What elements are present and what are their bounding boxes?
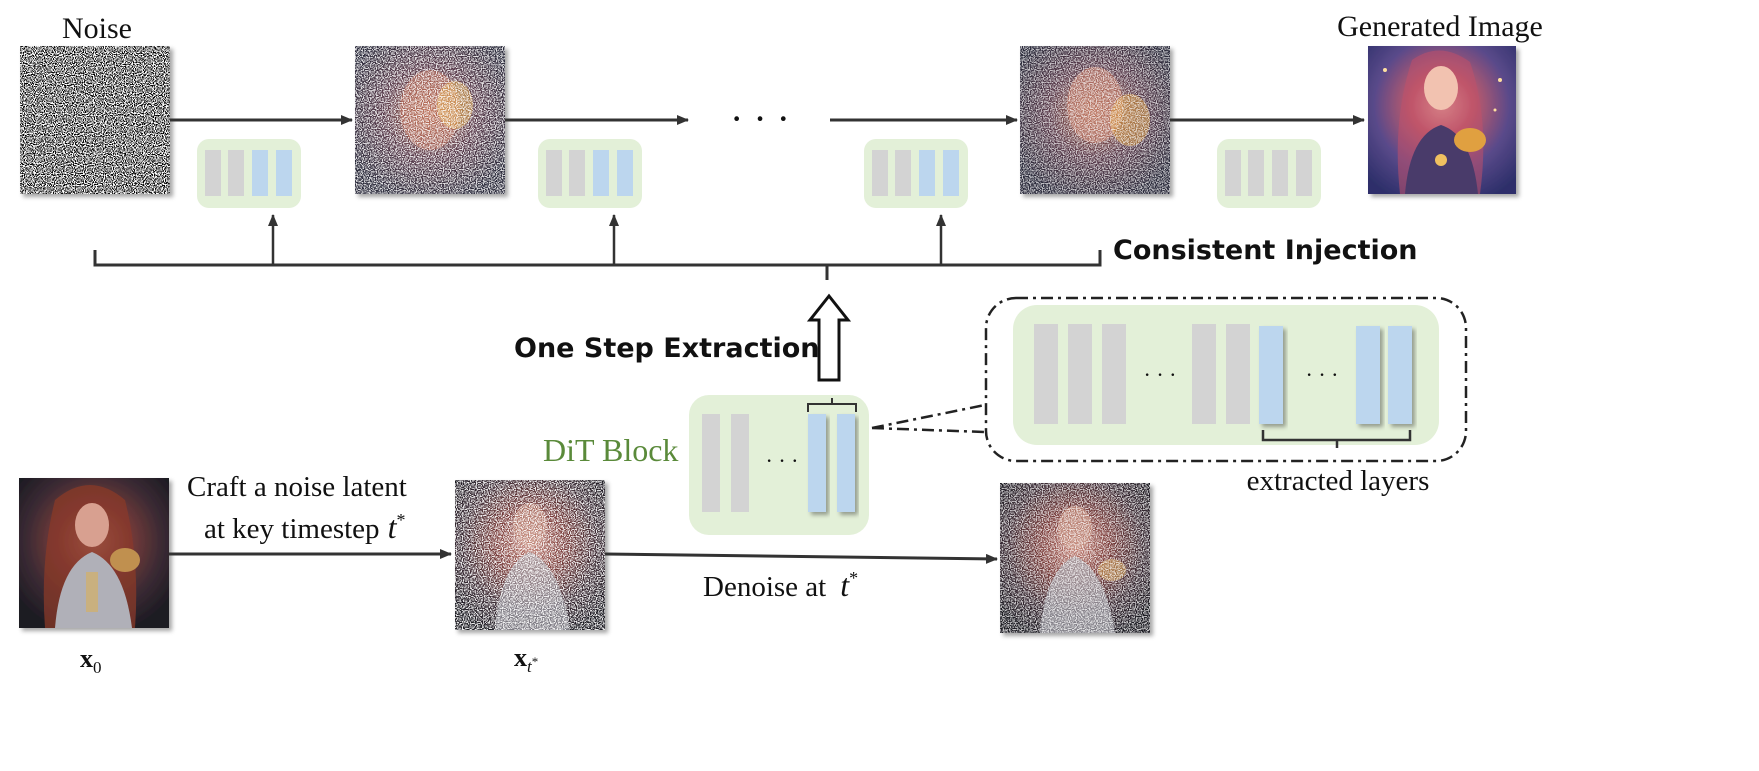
noisy-latent-image bbox=[455, 480, 605, 630]
partially-denoised-image bbox=[355, 46, 505, 194]
denoised-latent-image bbox=[1000, 483, 1150, 633]
expanded-dots-1: · · · bbox=[1144, 362, 1177, 387]
dit-block-label: DiT Block bbox=[543, 432, 678, 468]
extraction-up-arrow bbox=[806, 293, 852, 382]
injection-brace bbox=[93, 250, 1102, 280]
x0-label: x0 bbox=[80, 644, 102, 677]
expanded-dots-2: · · · bbox=[1306, 362, 1339, 387]
injection-panel-1 bbox=[197, 139, 301, 208]
noise-label: Noise bbox=[62, 12, 132, 45]
noise-image bbox=[20, 46, 170, 194]
craft-text-line1: Craft a noise latent bbox=[187, 471, 407, 503]
expanded-dit-block: · · · · · · bbox=[1013, 305, 1439, 448]
source-image bbox=[19, 478, 169, 628]
zoom-leader-lines bbox=[871, 403, 986, 434]
consistent-injection-label: Consistent Injection bbox=[1113, 235, 1418, 266]
generated-image bbox=[1368, 46, 1516, 194]
xt-label: xt* bbox=[514, 643, 538, 676]
ellipsis: · · · bbox=[730, 96, 790, 141]
zoom-box bbox=[984, 296, 1468, 463]
one-step-extraction-label: One Step Extraction bbox=[514, 333, 820, 364]
extracted-layers-label: extracted layers bbox=[1247, 465, 1430, 497]
dit-block: · · · bbox=[689, 395, 869, 535]
output-panel bbox=[1217, 139, 1321, 208]
injection-panel-3 bbox=[864, 139, 968, 208]
nearly-denoised-image bbox=[1020, 46, 1170, 194]
injection-panel-2 bbox=[538, 139, 642, 208]
dit-block-dots: · · · bbox=[766, 448, 799, 473]
generated-image-label: Generated Image bbox=[1337, 10, 1543, 43]
arrow-latent-to-denoised bbox=[604, 552, 998, 564]
